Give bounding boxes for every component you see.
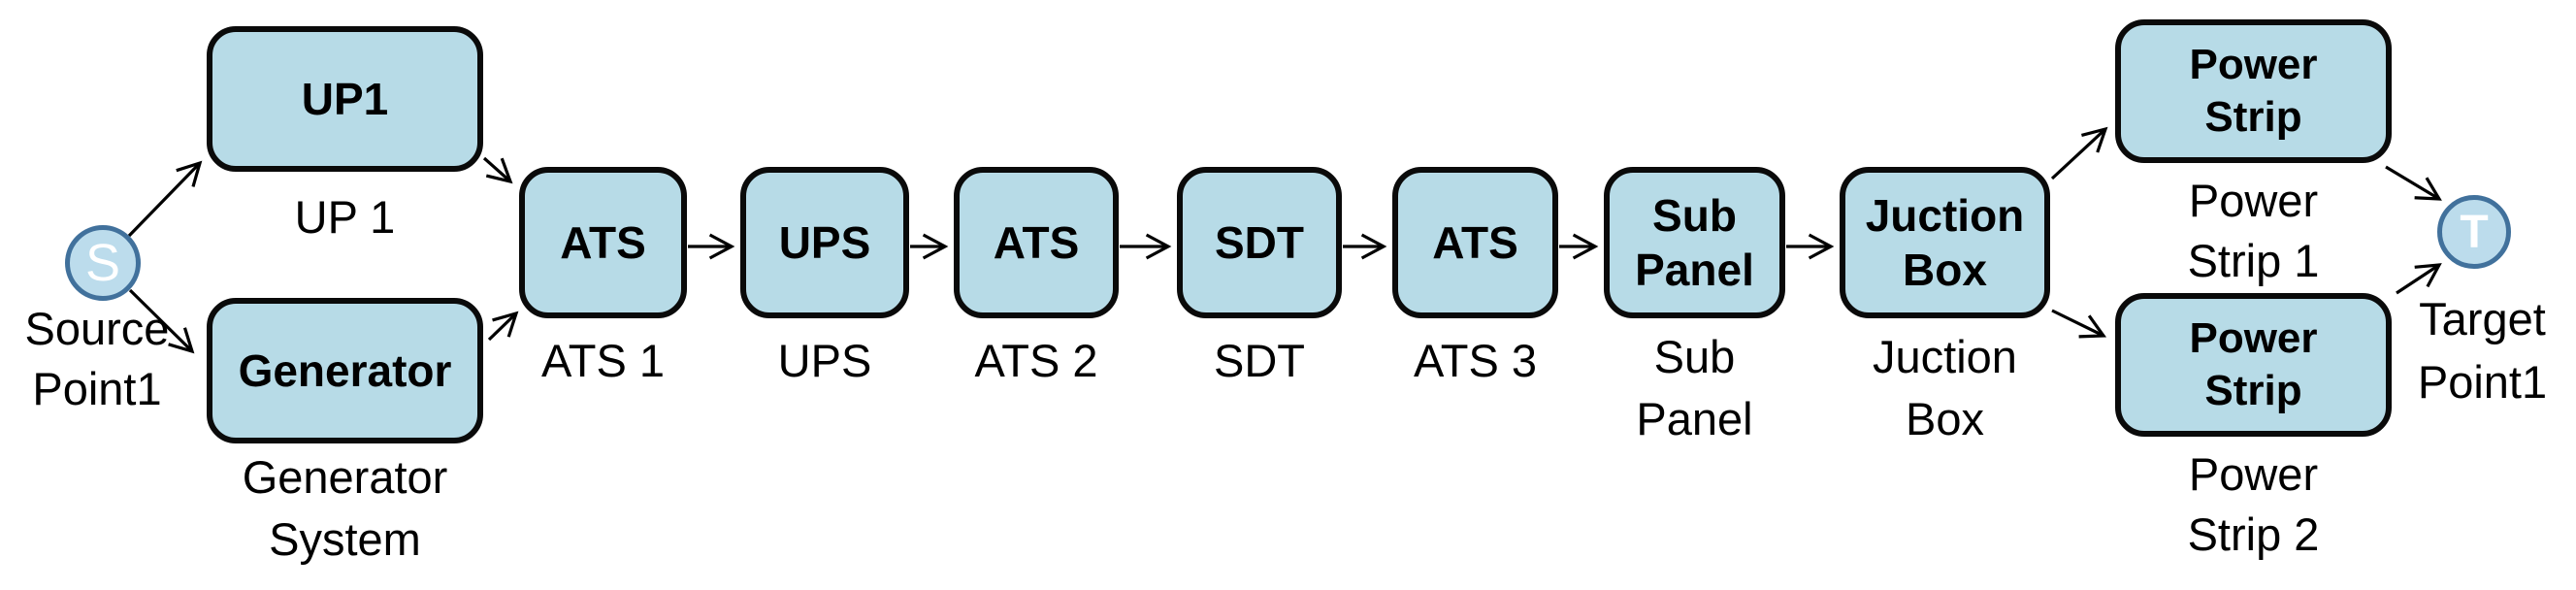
node-sub-panel: Sub Panel <box>1604 167 1785 318</box>
node-juction-box: Juction Box <box>1840 167 2050 318</box>
caption-power-strip-1: Power Strip 1 <box>2187 175 2320 286</box>
target-point-label: Target Point1 <box>2417 293 2548 408</box>
node-ups: UPS <box>740 167 909 318</box>
node-generator: Generator <box>207 298 483 443</box>
caption-ups: UPS <box>777 335 872 386</box>
edge-up1-to-ats1 <box>482 156 513 184</box>
edge-juction-to-strip1 <box>2050 126 2108 180</box>
caption-power-strip-2: Power Strip 2 <box>2187 448 2320 560</box>
caption-generator-system: Generator System <box>242 451 448 565</box>
source-point-symbol: S <box>84 234 121 292</box>
source-point-label: Source Point1 <box>24 303 170 414</box>
caption-ats2: ATS 2 <box>974 335 1098 386</box>
caption-ats3: ATS 3 <box>1413 335 1538 386</box>
caption-sdt: SDT <box>1214 335 1305 386</box>
caption-up1: UP 1 <box>294 191 396 243</box>
source-point: S <box>65 225 141 301</box>
caption-juction-box: Juction Box <box>1873 331 2017 444</box>
node-power-strip-1: Power Strip <box>2115 19 2392 163</box>
edge-strip1-to-target <box>2385 165 2442 201</box>
node-ats3: ATS <box>1392 167 1558 318</box>
node-power-strip-2: Power Strip <box>2115 293 2392 437</box>
node-ats1: ATS <box>519 167 687 318</box>
node-ats2: ATS <box>954 167 1119 318</box>
caption-sub-panel: Sub Panel <box>1636 331 1753 444</box>
caption-ats1: ATS 1 <box>540 335 666 386</box>
edge-source-to-up1 <box>127 160 203 238</box>
target-point: T <box>2437 195 2511 269</box>
node-up1: UP1 <box>207 26 483 172</box>
target-point-symbol: T <box>2460 206 2489 258</box>
node-sdt: SDT <box>1177 167 1342 318</box>
